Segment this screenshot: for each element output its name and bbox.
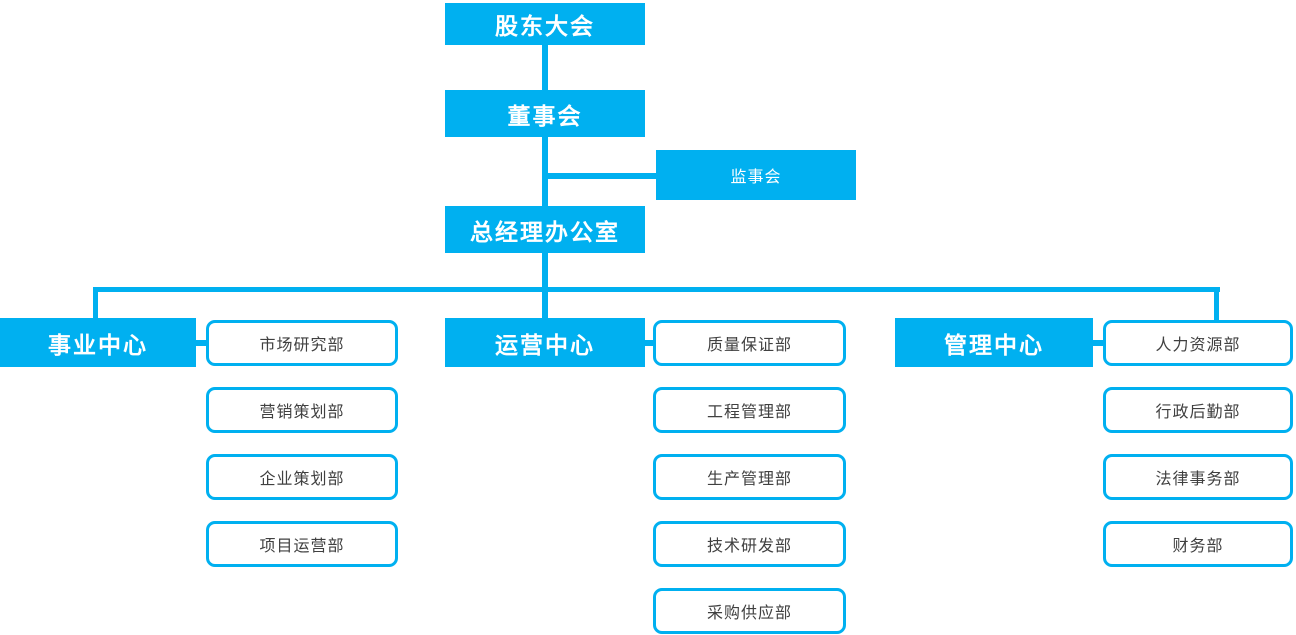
node-supervisory-board: 监事会 — [656, 150, 856, 200]
connector-gm-to-rail — [542, 253, 548, 287]
connector-drop-business — [93, 290, 98, 320]
dept-node: 工程管理部 — [653, 387, 846, 433]
connector-drop-operations — [542, 290, 548, 318]
connector-stub-business — [194, 340, 208, 346]
dept-node: 财务部 — [1103, 521, 1293, 567]
dept-node: 法律事务部 — [1103, 454, 1293, 500]
dept-node: 技术研发部 — [653, 521, 846, 567]
dept-node: 企业策划部 — [206, 454, 398, 500]
connector-stub-operations — [643, 340, 657, 346]
dept-node: 市场研究部 — [206, 320, 398, 366]
node-gm-office: 总经理办公室 — [445, 206, 645, 253]
connector-branch-rail — [93, 287, 1220, 292]
node-operations-center: 运营中心 — [445, 318, 645, 367]
dept-node: 生产管理部 — [653, 454, 846, 500]
connector-to-supervisory — [545, 173, 656, 179]
dept-node: 行政后勤部 — [1103, 387, 1293, 433]
connector-stub-management — [1091, 340, 1105, 346]
dept-node: 项目运营部 — [206, 521, 398, 567]
dept-node: 营销策划部 — [206, 387, 398, 433]
dept-node: 人力资源部 — [1103, 320, 1293, 366]
connector-board-to-gm — [542, 137, 548, 206]
node-board-of-directors: 董事会 — [445, 90, 645, 137]
dept-node: 采购供应部 — [653, 588, 846, 634]
node-business-center: 事业中心 — [0, 318, 196, 367]
node-management-center: 管理中心 — [895, 318, 1093, 367]
node-shareholders-meeting: 股东大会 — [445, 3, 645, 45]
dept-node: 质量保证部 — [653, 320, 846, 366]
connector-root-to-board — [542, 45, 548, 90]
connector-drop-management — [1214, 290, 1219, 321]
